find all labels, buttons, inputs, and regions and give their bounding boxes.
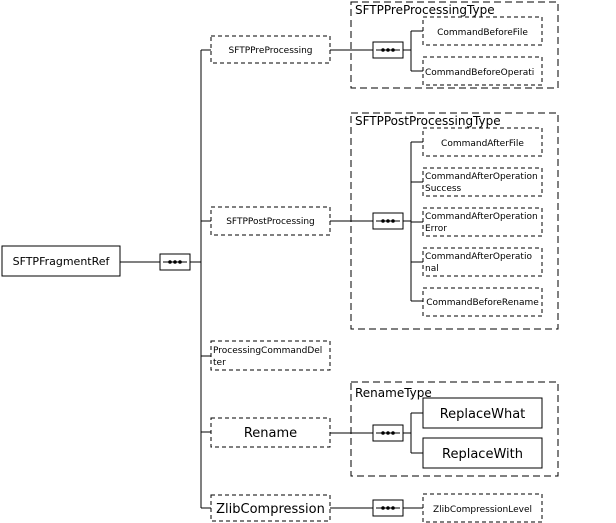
node-command-after-file[interactable]: CommandAfterFile <box>422 127 543 157</box>
node-label-line-2: ter <box>213 358 226 368</box>
node-label-line-2: Error <box>425 224 447 234</box>
connector-lines <box>120 30 423 509</box>
node-sftp-fragment-ref[interactable]: SFTPFragmentRef <box>1 245 121 277</box>
node-command-before-operation[interactable]: CommandBeforeOperati <box>422 56 543 86</box>
node-zlib-compression[interactable]: ZlibCompression <box>210 494 331 522</box>
node-label: SFTPFragmentRef <box>13 255 111 268</box>
node-rename[interactable]: Rename <box>210 417 331 448</box>
node-processing-command-delete[interactable]: ProcessingCommandDel ter <box>210 340 331 371</box>
node-label-line-1: CommandAfterOperation <box>425 212 538 222</box>
node-command-before-file[interactable]: CommandBeforeFile <box>422 16 543 46</box>
node-label: CommandBeforeRename <box>426 298 539 308</box>
sequence-compositor-rename <box>372 424 404 442</box>
node-label: SFTPPreProcessing <box>228 46 312 56</box>
node-label: CommandAfterFile <box>441 139 524 149</box>
group-title-sftp-postprocessing-type: SFTPPostProcessingType <box>355 114 501 128</box>
node-sftp-postprocessing[interactable]: SFTPPostProcessing <box>210 206 331 236</box>
node-command-after-operation-error[interactable]: CommandAfterOperation Error <box>422 207 543 237</box>
node-label-line-2: Success <box>425 184 462 194</box>
group-title-rename-type: RenameType <box>355 386 432 400</box>
node-command-before-rename[interactable]: CommandBeforeRename <box>422 287 543 317</box>
node-command-after-operation-success[interactable]: CommandAfterOperation Success <box>422 167 543 197</box>
node-label: ZlibCompressionLevel <box>433 505 532 515</box>
sequence-compositor-post <box>372 212 404 230</box>
group-sftp-preprocessing-type <box>350 1 559 89</box>
node-replace-with[interactable]: ReplaceWith <box>422 437 543 469</box>
node-label-line-2: nal <box>425 264 439 274</box>
node-label: Rename <box>244 426 297 441</box>
node-command-after-operation-final[interactable]: CommandAfterOperatio nal <box>422 247 543 277</box>
node-label: CommandBeforeOperati <box>425 68 534 78</box>
group-rename-type <box>350 381 559 477</box>
node-label: CommandBeforeFile <box>437 28 528 38</box>
node-sftp-preprocessing[interactable]: SFTPPreProcessing <box>210 35 331 64</box>
node-label-line-1: CommandAfterOperation <box>425 172 538 182</box>
sequence-compositor-root <box>159 253 191 271</box>
node-label: ZlibCompression <box>216 502 325 517</box>
sequence-compositor-pre <box>372 41 404 59</box>
sequence-compositor-zlib <box>372 499 404 517</box>
node-label: ReplaceWhat <box>440 407 526 422</box>
node-label-line-1: CommandAfterOperatio <box>425 252 532 262</box>
node-replace-what[interactable]: ReplaceWhat <box>422 397 543 429</box>
group-title-sftp-preprocessing-type: SFTPPreProcessingType <box>355 3 495 17</box>
node-label: ReplaceWith <box>442 447 523 462</box>
node-label: SFTPPostProcessing <box>226 217 315 227</box>
node-zlib-compression-level[interactable]: ZlibCompressionLevel <box>422 493 543 523</box>
node-label-line-1: ProcessingCommandDel <box>213 346 322 356</box>
